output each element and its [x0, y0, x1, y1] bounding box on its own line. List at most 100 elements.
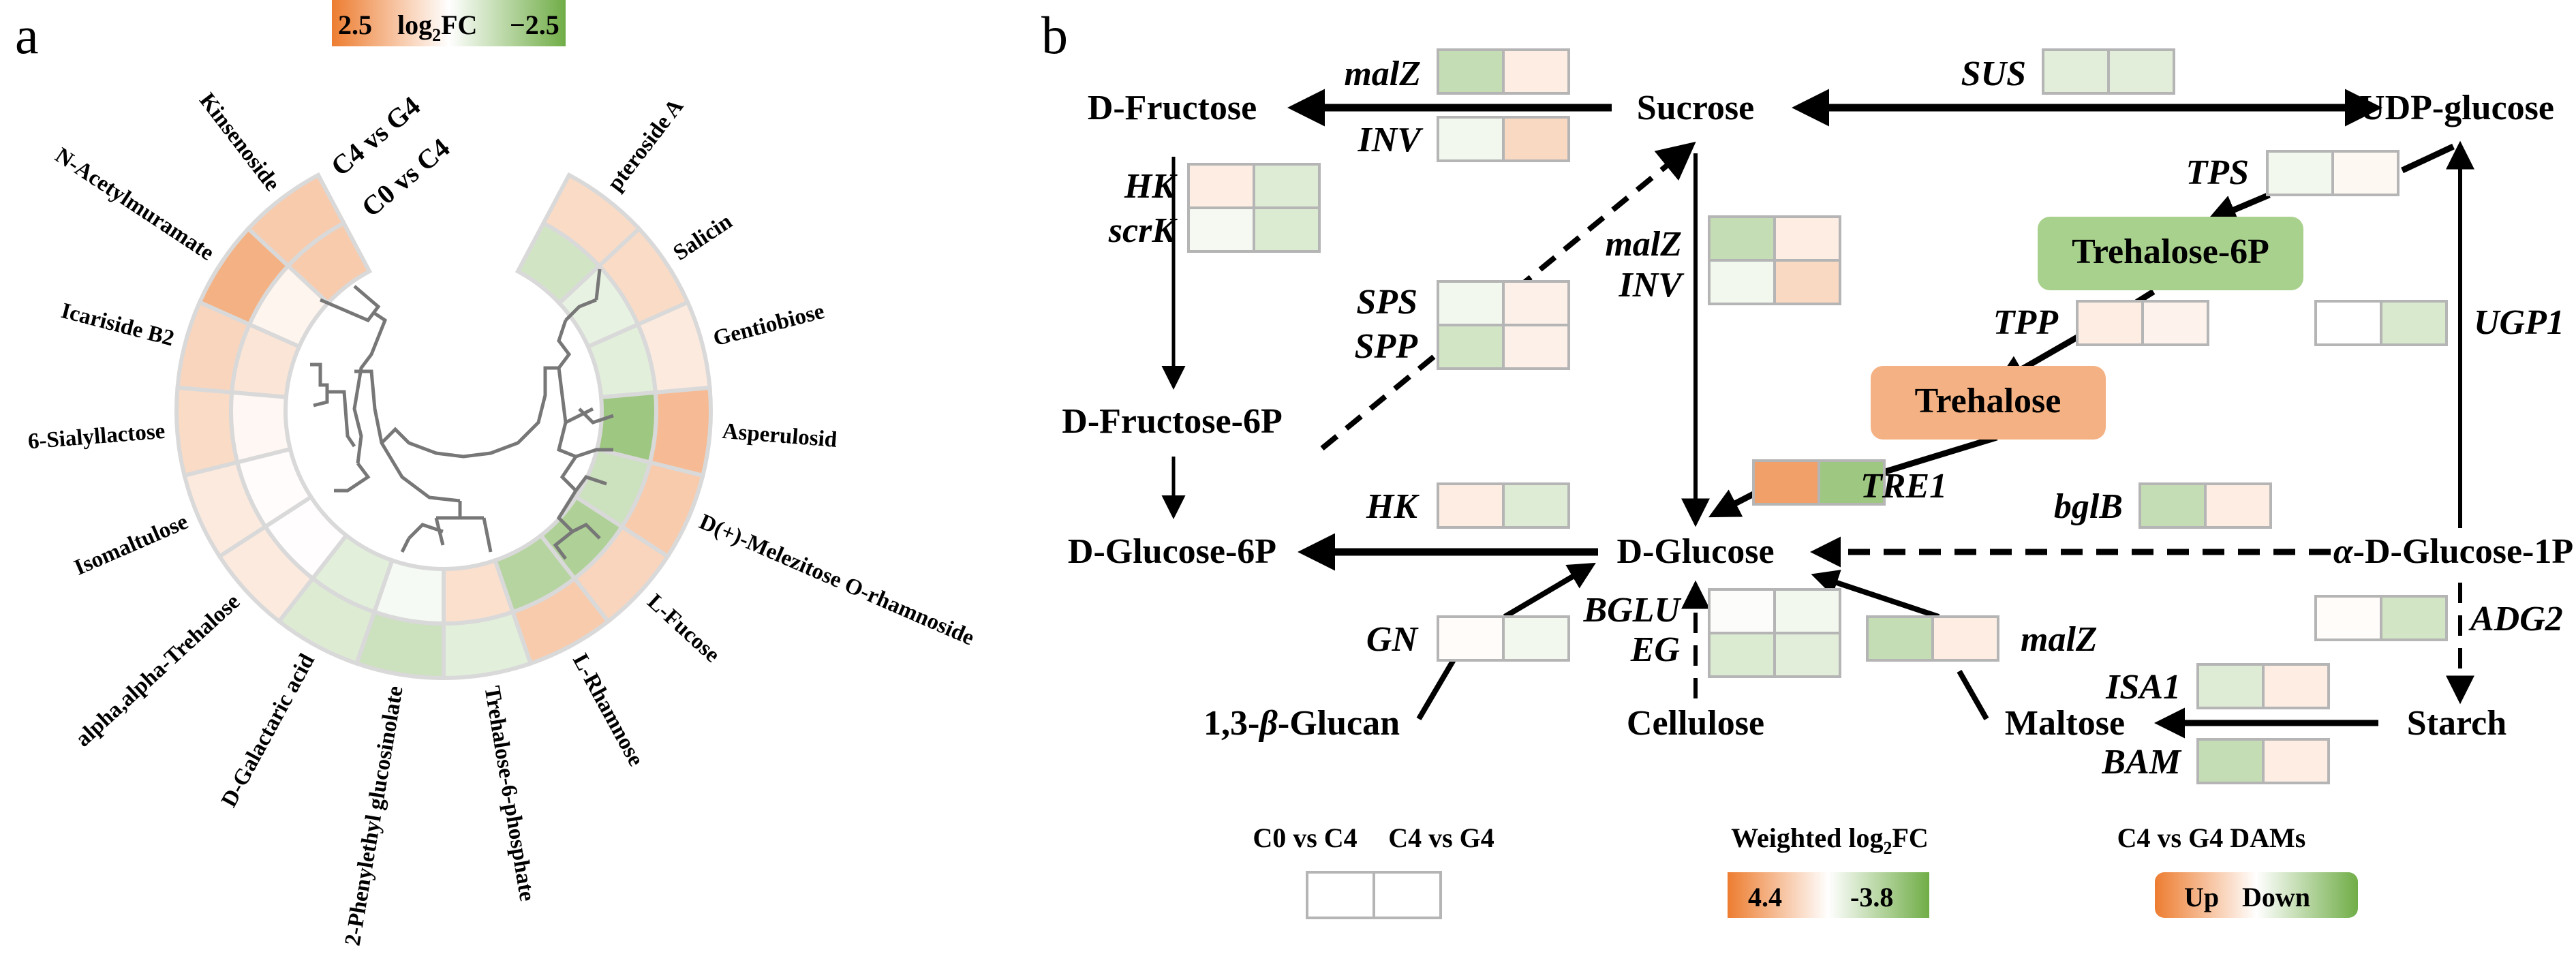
cell-c0-vs-c4 — [2266, 150, 2334, 196]
cell-c4-vs-g4 — [1818, 459, 1886, 506]
gene-inv-top[interactable]: INV — [1358, 116, 1570, 162]
cell-c0-vs-c4 — [2314, 595, 2382, 641]
heatmap-cell-c4-vs-g4 — [174, 385, 240, 478]
gene-bglu[interactable]: BGLU — [1582, 588, 1841, 634]
metabolite-label: 6-Sialyllactose — [27, 419, 166, 455]
gene-malz-bottom[interactable]: malZ — [1866, 615, 2098, 662]
cell-c0-vs-c4 — [1708, 632, 1776, 678]
connector-udpglucose-tps — [2401, 143, 2455, 174]
gene-ugp1[interactable]: UGP1 — [2314, 300, 2564, 346]
gene-adg2[interactable]: ADG2 — [2314, 595, 2563, 641]
colorbar-max-label: 2.5 — [338, 10, 372, 40]
cell-c4-vs-g4 — [2331, 150, 2399, 196]
metabolite-label: alpha,alpha-Trehalose — [71, 589, 245, 752]
gene-label: bglB — [2054, 487, 2123, 526]
legend-dams-gradient — [2155, 872, 2358, 918]
gene-gn[interactable]: GN — [1366, 615, 1570, 662]
cell-c4-vs-g4 — [1253, 163, 1321, 209]
metabolite-label: Asperulosid — [722, 419, 838, 452]
cell-c4-vs-g4 — [1502, 48, 1570, 95]
metabolite-1-3-beta-glucan[interactable]: 1,3-β-Glucan — [1203, 704, 1400, 743]
gene-tps[interactable]: TPS — [2186, 150, 2399, 196]
cell-c4-vs-g4 — [1502, 324, 1570, 370]
heatmap-cell-c0-vs-c4 — [594, 390, 658, 465]
trehalose-6p-label: Trehalose-6P — [2072, 232, 2269, 271]
gene-malz-top[interactable]: malZ — [1344, 48, 1570, 95]
gene-bam[interactable]: BAM — [2101, 738, 2330, 784]
gene-label: SPP — [1355, 327, 1419, 366]
legend-weighted-max: 4.4 — [1748, 882, 1782, 912]
cell-c4-vs-g4 — [1502, 116, 1570, 162]
gene-label: BGLU — [1582, 591, 1681, 630]
colorbar-title: log2FC — [397, 10, 477, 45]
cell-c0-vs-c4 — [1708, 259, 1776, 305]
gene-label: malZ — [1344, 55, 1421, 93]
gene-label: ISA1 — [2105, 668, 2181, 707]
metabolite-label: L-Rhamnose — [568, 650, 648, 771]
metabolite-cellulose[interactable]: Cellulose — [1627, 704, 1764, 743]
gene-bglb[interactable]: bglB — [2054, 482, 2272, 529]
metabolite-maltose[interactable]: Maltose — [2005, 704, 2125, 743]
trehalose-node[interactable]: Trehalose — [1871, 366, 2106, 440]
gene-label: malZ — [1605, 225, 1682, 264]
cell-c0-vs-c4 — [1708, 588, 1776, 634]
cell-c4-vs-g4 — [2262, 738, 2330, 784]
dendrogram — [310, 268, 614, 560]
cell-c4-vs-g4 — [2204, 482, 2272, 529]
gene-hk-top[interactable]: HK — [1124, 163, 1321, 209]
metabolite-udp-glucose[interactable]: UDP-glucose — [2359, 89, 2554, 127]
legend-comparison-cell-2 — [1373, 871, 1442, 919]
cell-c4-vs-g4 — [1502, 482, 1570, 529]
cell-c0-vs-c4 — [1437, 324, 1505, 370]
gene-label: scrK — [1108, 211, 1178, 250]
cell-c4-vs-g4 — [2380, 595, 2448, 641]
metabolite-d-glucose-6p[interactable]: D-Glucose-6P — [1068, 532, 1276, 571]
metabolite-label: L-Fucose — [643, 589, 724, 667]
cell-c0-vs-c4 — [1752, 459, 1820, 506]
gene-label: INV — [1358, 121, 1424, 159]
metabolite-d-fructose-6p[interactable]: D-Fructose-6P — [1062, 402, 1282, 441]
legend-weighted-gradient — [1728, 872, 1929, 918]
legend-dams-down: Down — [2242, 882, 2310, 912]
gene-label: ADG2 — [2468, 600, 2563, 638]
cell-c4-vs-g4 — [1773, 588, 1841, 634]
panel-a: a 2.5 log2FC −2.5 C4 vs G4 C0 vs C4 Kins… — [15, 0, 978, 948]
gene-spp[interactable]: SPP — [1355, 324, 1570, 370]
gene-label: TPS — [2186, 153, 2249, 192]
trehalose-6p-node[interactable]: Trehalose-6P — [2038, 217, 2303, 290]
metabolite-d-fructose[interactable]: D-Fructose — [1088, 89, 1257, 127]
heatmap-cell-c0-vs-c4 — [515, 220, 602, 307]
gene-hk-bottom[interactable]: HK — [1366, 482, 1570, 529]
legend-dams-title: C4 vs G4 DAMs — [2117, 822, 2306, 853]
cell-c0-vs-c4 — [1187, 206, 1255, 253]
gene-isa1[interactable]: ISA1 — [2105, 663, 2330, 709]
gene-tre1[interactable]: TRE1 — [1752, 459, 1947, 506]
trehalose-label: Trehalose — [1915, 382, 2061, 420]
gene-inv-mid[interactable]: INV — [1619, 259, 1841, 305]
metabolite-label: Kinsenoside — [194, 89, 284, 196]
panel-b: b — [1041, 5, 2573, 919]
cell-c0-vs-c4 — [1437, 482, 1505, 529]
trehalose-box — [1871, 366, 2106, 440]
gene-label: INV — [1619, 266, 1685, 305]
gene-scrk[interactable]: scrK — [1108, 206, 1321, 253]
legend-dams: C4 vs G4 DAMs Up Down — [2117, 822, 2358, 918]
gene-tpp[interactable]: TPP — [1993, 300, 2209, 346]
gene-sus[interactable]: SUS — [1961, 48, 2175, 95]
legend-weighted-log2fc: Weighted log2FC 4.4 -3.8 — [1728, 822, 1929, 918]
circular-heatmap — [174, 172, 713, 681]
metabolite-label: N-Acetylmuramate — [50, 143, 218, 266]
arrow-tre1-to-glucose — [1708, 489, 1755, 518]
metabolite-label: Gentiobiose — [711, 299, 827, 352]
metabolite-sucrose[interactable]: Sucrose — [1637, 89, 1754, 127]
gene-label: GN — [1366, 620, 1420, 659]
cell-c4-vs-g4 — [1931, 615, 1999, 662]
metabolite-alpha-d-glucose-1p[interactable]: α-D-Glucose-1P — [2333, 532, 2573, 571]
metabolite-starch[interactable]: Starch — [2407, 704, 2506, 743]
gene-sps[interactable]: SPS — [1356, 280, 1570, 326]
metabolite-d-glucose[interactable]: D-Glucose — [1616, 532, 1774, 571]
cell-c0-vs-c4 — [2076, 300, 2144, 346]
gene-eg[interactable]: EG — [1630, 630, 1841, 678]
gene-malz-mid[interactable]: malZ — [1605, 215, 1841, 264]
